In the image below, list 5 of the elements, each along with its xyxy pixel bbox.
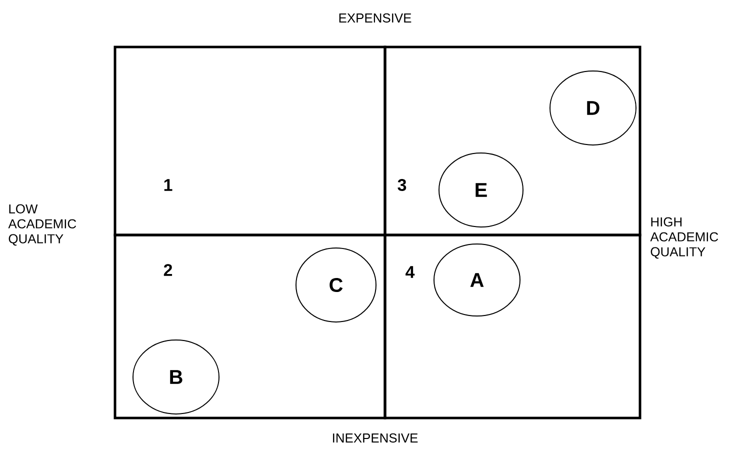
axis-label: HIGH ACADEMIC QUALITY bbox=[650, 217, 718, 259]
axis-label: EXPENSIVE bbox=[339, 13, 412, 23]
axis-label: LOW ACADEMIC QUALITY bbox=[8, 204, 76, 246]
axis-label: INEXPENSIVE bbox=[333, 433, 418, 443]
quadrant-box: 1 bbox=[114, 46, 386, 236]
